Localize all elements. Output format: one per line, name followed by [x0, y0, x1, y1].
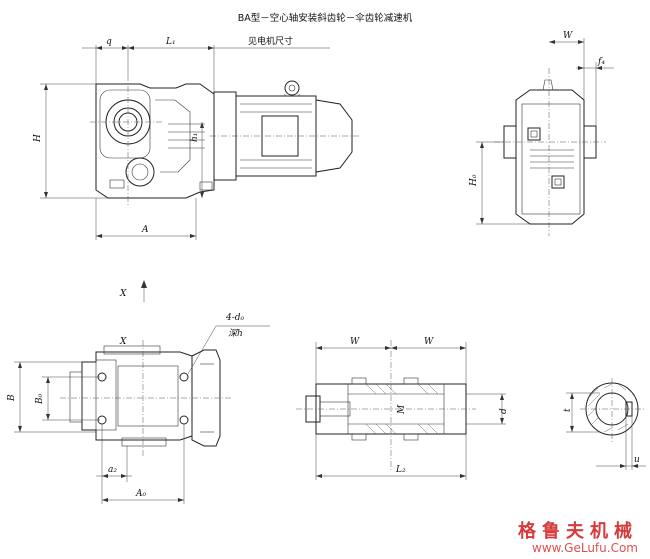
watermark-name: 格鲁夫机械	[518, 520, 638, 542]
motor-fan-cover	[315, 99, 353, 173]
dim-B: B	[7, 394, 17, 402]
hole-note-count: 4-d₀	[225, 313, 245, 323]
drain-plug-lower	[551, 175, 565, 189]
dim-W-right: W	[424, 337, 434, 347]
bottom-housing	[81, 351, 193, 441]
dim-H: H	[33, 134, 43, 143]
lifting-eye	[284, 80, 300, 96]
watermark-url: www.GeLufu.Com	[532, 541, 638, 555]
dim-f4: f₄	[597, 57, 605, 67]
motor-dimension-note: 见电机尺寸	[248, 35, 293, 47]
dim-W-left: W	[350, 337, 360, 347]
dim-B0: B₀	[35, 393, 45, 405]
bottom-view: X X 4-d₀ 深h B B₀	[7, 280, 270, 504]
front-view: q L₁ 见电机尺寸 H h₁ A	[33, 35, 360, 240]
dim-h1: h₁	[190, 133, 200, 142]
bottom-shaft-end	[69, 371, 83, 423]
bottom-foot-bar	[121, 437, 167, 447]
drain-plug-upper	[527, 127, 541, 141]
gear-boss	[125, 157, 155, 187]
hollow-shaft-view: W W M d L₂	[296, 337, 509, 480]
breather-plug	[542, 79, 554, 91]
dim-A0: A₀	[135, 489, 146, 499]
view-label-X: X	[119, 337, 127, 347]
mounting-hole-3	[179, 372, 189, 382]
top-foot-bar	[103, 345, 161, 355]
dim-L2: L₂	[395, 465, 406, 475]
mounting-hole-4	[179, 415, 189, 425]
side-housing	[515, 89, 585, 225]
shaft-section-view: t u	[563, 378, 646, 470]
dim-u: u	[634, 455, 640, 465]
view-arrow-X: X	[119, 289, 127, 299]
dim-W-side: W	[563, 31, 573, 41]
drawing-title: BA型－空心轴安装斜齿轮－伞齿轮减速机	[238, 12, 413, 24]
side-view: W f₄ H₀	[469, 31, 614, 236]
dim-M: M	[397, 404, 407, 415]
dim-H0: H₀	[469, 174, 479, 187]
dim-q: q	[106, 37, 112, 47]
foot-pad-right	[199, 181, 213, 191]
dim-d: d	[499, 408, 509, 414]
foot-pad-left	[109, 179, 125, 189]
dim-A: A	[141, 225, 149, 235]
hole-note-depth: 深h	[228, 328, 243, 339]
dim-t: t	[563, 408, 573, 412]
bottom-adapter-flange	[191, 349, 221, 447]
dim-L1: L₁	[165, 37, 176, 47]
dim-a2: a₂	[108, 465, 117, 475]
